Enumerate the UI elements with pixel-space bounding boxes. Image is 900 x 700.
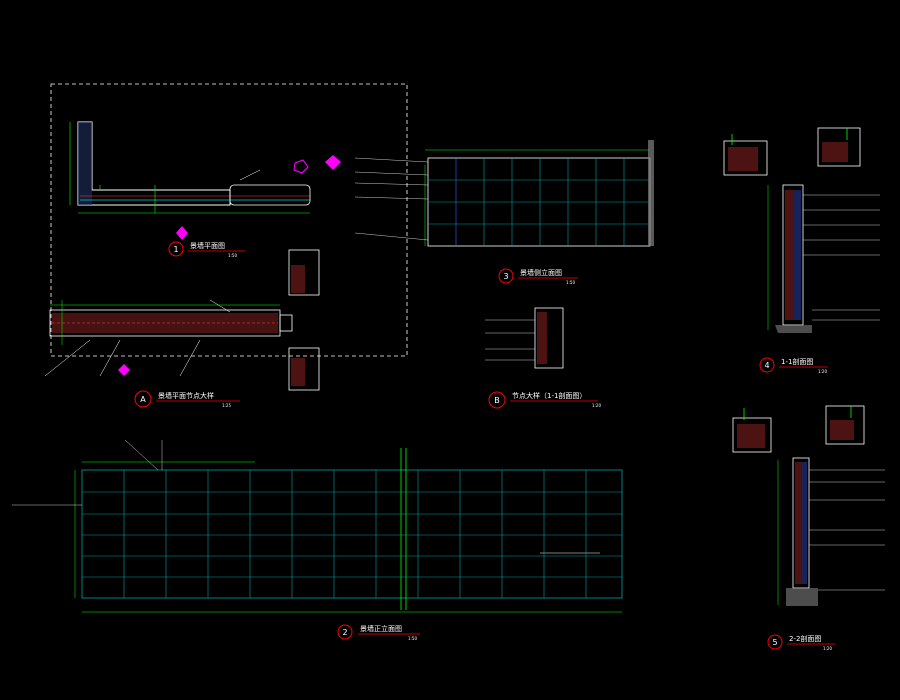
section-2-wall-fill — [801, 462, 807, 584]
view-title: 景墙平面图 — [190, 241, 225, 250]
side-elev-endwall — [648, 140, 654, 246]
plan-bench — [229, 184, 311, 206]
detail-leader — [99, 339, 121, 377]
view-title: 节点大样（1-1剖面图） — [512, 391, 586, 400]
view-number: 2 — [342, 628, 347, 637]
view-scale: 1:50 — [228, 253, 237, 258]
section-2-top-inset — [732, 417, 772, 453]
detail-inset-hatch — [291, 358, 305, 386]
plan-detail-view: A 景墙平面节点大样 1:25 — [44, 249, 320, 408]
view-number: A — [140, 395, 146, 404]
view-title: 景墙侧立面图 — [520, 268, 562, 277]
view-title: 1-1剖面图 — [781, 357, 813, 366]
view-number-circle — [767, 634, 783, 650]
view-number: 3 — [503, 272, 508, 281]
side-elev-leader — [354, 182, 429, 186]
front-elevation-view: 2 景墙正立面图 1:50 — [12, 439, 623, 641]
node-detail-view: B 节点大样（1-1剖面图） 1:20 — [485, 307, 601, 409]
view-scale: 1:20 — [823, 646, 832, 651]
section-2-inset-hatch — [830, 420, 854, 440]
view-number-circle — [168, 241, 184, 257]
section-marker-icon — [325, 155, 341, 170]
view-scale: 1:20 — [592, 403, 601, 408]
view-number: 4 — [764, 361, 769, 370]
section-2-footing — [786, 588, 818, 606]
view-title: 景墙正立面图 — [360, 624, 402, 633]
front-elev-outline — [81, 469, 623, 599]
view-title: 2-2剖面图 — [789, 634, 821, 643]
side-elev-leader — [354, 171, 429, 176]
detail-leader — [179, 339, 201, 377]
view-number-circle — [488, 391, 506, 409]
plan-wall-outline — [77, 121, 231, 206]
section-1-wall-fill — [793, 190, 801, 320]
side-elev-leader — [354, 157, 429, 163]
section-marker-icon — [293, 159, 309, 174]
view-scale: 1:50 — [408, 636, 417, 641]
view-number: 5 — [772, 638, 777, 647]
section-marker-icon — [118, 364, 130, 376]
section-2-wall-hatch — [795, 462, 801, 584]
side-elev-leader — [354, 232, 429, 241]
section-1-wall-hatch — [785, 190, 793, 320]
view-title: 景墙平面节点大样 — [158, 391, 214, 400]
detail-inset-bottom — [288, 347, 320, 391]
view-scale: 1:25 — [222, 403, 231, 408]
side-elev-leader — [354, 196, 429, 200]
view-number-circle — [134, 390, 152, 408]
plan-view: 1 景墙平面图 1:50 — [50, 83, 408, 357]
front-elev-leader — [124, 439, 159, 471]
section-marker-icon — [176, 226, 188, 240]
view-scale: 1:20 — [818, 369, 827, 374]
detail-inset-top — [288, 249, 320, 296]
view-number-circle — [337, 624, 353, 640]
view-number: B — [494, 396, 500, 405]
detail-endcap — [279, 314, 293, 332]
detail-leader — [44, 339, 91, 377]
node-hatch — [537, 312, 547, 364]
section-2-inset-hatch — [737, 424, 765, 448]
section-1-inset-hatch — [728, 147, 758, 171]
front-elev-panel-grid — [82, 470, 622, 598]
detail-inset-hatch — [291, 265, 305, 293]
view-scale: 1:50 — [566, 280, 575, 285]
plan-leader — [239, 169, 261, 181]
section-1-footing — [775, 325, 812, 333]
detail-leader — [209, 299, 231, 313]
side-elev-panel-grid — [428, 158, 650, 246]
section-1-view: 4 1-1剖面图 1:20 — [723, 127, 880, 374]
plan-wall-fill — [78, 122, 92, 205]
node-outline — [534, 307, 564, 369]
view-number-circle — [498, 268, 514, 284]
section-1-right-inset — [817, 127, 861, 167]
section-1-top-inset — [723, 140, 768, 176]
side-elevation-view: 3 景墙侧立面图 1:50 — [354, 140, 654, 285]
section-1-inset-hatch — [822, 142, 848, 162]
plan-dashed-frame — [50, 83, 408, 357]
view-number: 1 — [173, 245, 178, 254]
view-number-circle — [759, 357, 775, 373]
section-2-view: 5 2-2剖面图 1:20 — [732, 405, 885, 651]
section-2-right-inset — [825, 405, 865, 445]
